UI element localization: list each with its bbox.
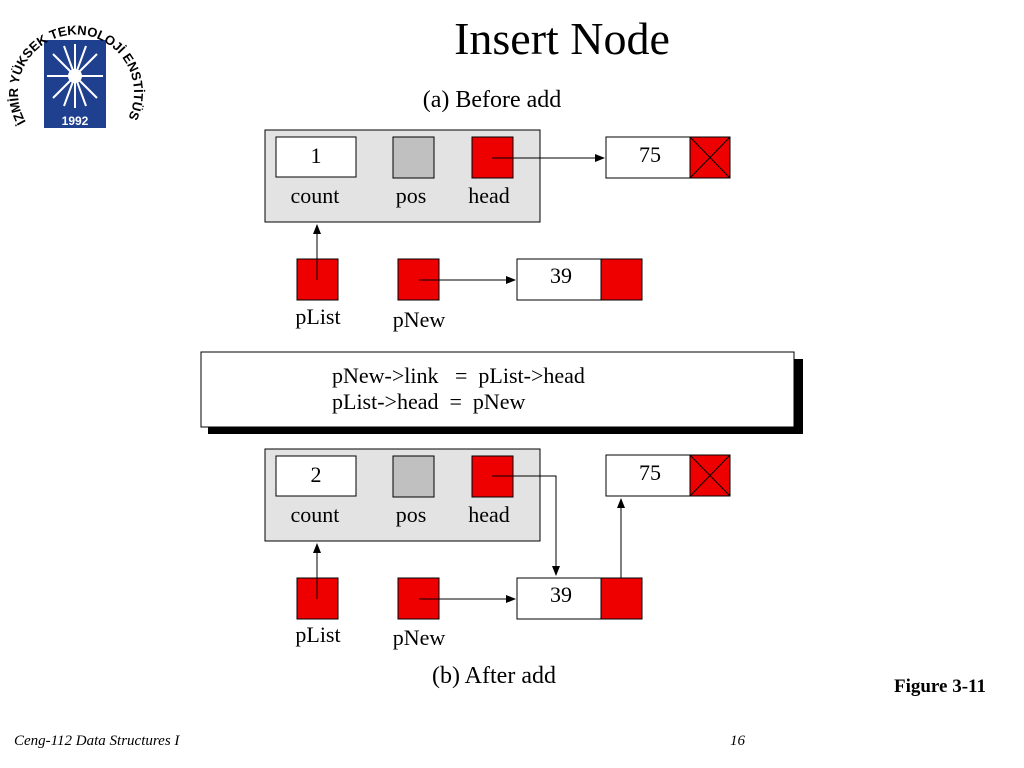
before-count-value: 1 bbox=[311, 143, 322, 168]
before-node-75: 75 bbox=[605, 136, 731, 179]
after-count-value: 2 bbox=[311, 462, 322, 487]
after-count-box bbox=[275, 455, 357, 497]
before-head-label: head bbox=[468, 183, 510, 208]
before-plist-label: pList bbox=[295, 304, 340, 329]
after-node-75: 75 bbox=[605, 454, 731, 497]
after-node-39-value: 39 bbox=[550, 582, 572, 607]
after-list-header: 2 count pos head bbox=[264, 448, 541, 542]
after-pnew: pNew bbox=[393, 577, 446, 650]
after-head-arrow bbox=[492, 475, 560, 576]
code-line-2: pList->head = pNew bbox=[332, 389, 526, 414]
slide-title: Insert Node bbox=[454, 13, 670, 64]
after-count-label: count bbox=[291, 502, 340, 527]
before-count-box bbox=[275, 136, 357, 178]
after-caption: (b) After add bbox=[432, 663, 556, 689]
figure-label: Figure 3-11 bbox=[893, 676, 986, 697]
before-pnew: pNew bbox=[393, 258, 446, 332]
footer-course: Ceng-112 Data Structures I bbox=[14, 733, 180, 749]
before-node-39: 39 bbox=[516, 258, 643, 301]
logo-star-center bbox=[68, 69, 82, 83]
before-node-75-value: 75 bbox=[639, 142, 661, 167]
after-pnew-label: pNew bbox=[393, 625, 446, 650]
code-line-1: pNew->link = pList->head bbox=[332, 363, 585, 388]
after-plist: pList bbox=[295, 543, 341, 647]
before-pos-box bbox=[392, 136, 435, 179]
after-node-75-value: 75 bbox=[639, 460, 661, 485]
after-pos-label: pos bbox=[396, 502, 427, 527]
after-node-39: 39 bbox=[516, 577, 643, 620]
code-box: pNew->link = pList->head pList->head = p… bbox=[200, 351, 803, 434]
after-head-label: head bbox=[468, 502, 510, 527]
before-pos-label: pos bbox=[396, 183, 427, 208]
before-plist: pList bbox=[295, 224, 341, 329]
before-list-header: 1 count pos head bbox=[264, 129, 541, 223]
before-caption: (a) Before add bbox=[423, 87, 562, 113]
after-pos-box bbox=[392, 455, 435, 498]
before-node-39-value: 39 bbox=[550, 263, 572, 288]
institute-logo: 1992 İZMİR YÜKSEK TEKNOLOJİ ENSTİTÜSÜ bbox=[6, 4, 146, 128]
logo-year: 1992 bbox=[62, 114, 89, 128]
page-number: 16 bbox=[730, 733, 745, 749]
before-pnew-label: pNew bbox=[393, 307, 446, 332]
after-plist-label: pList bbox=[295, 622, 340, 647]
before-count-label: count bbox=[291, 183, 340, 208]
